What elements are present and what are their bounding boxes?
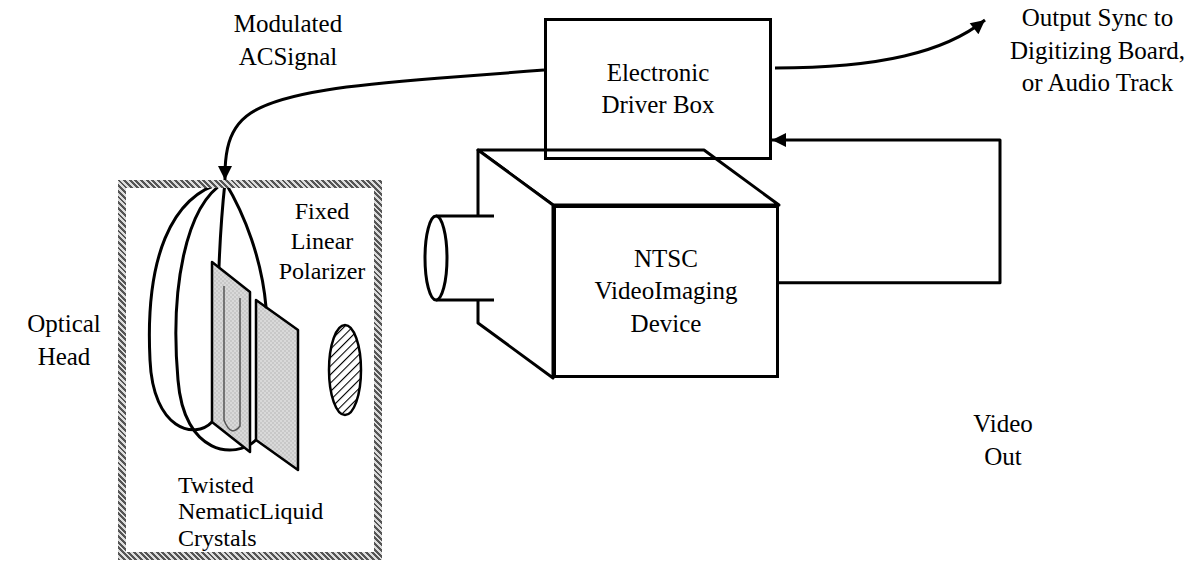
part-heading: Optical Head <box>14 308 114 373</box>
camera-body: NTSC VideoImaging Device <box>553 205 779 378</box>
crystal-plate <box>212 262 250 452</box>
box-label: Electronic Driver Box <box>592 57 724 122</box>
signal-connector <box>225 70 544 180</box>
wire <box>219 182 225 267</box>
part-label: Output Sync to Digitizing Board, or Audi… <box>1005 2 1190 100</box>
part-label: Fixed Linear Polarizer <box>272 196 372 286</box>
crystal-plate <box>256 300 298 470</box>
lens-front <box>425 216 447 300</box>
wire <box>225 182 266 307</box>
box-label: NTSC VideoImaging Device <box>586 243 746 341</box>
part-label: Twisted NematicLiquid Crystals <box>178 472 333 551</box>
signal-connector <box>772 140 1000 283</box>
signal-label: Modulated ACSignal <box>228 8 348 73</box>
signal-label: Video Out <box>968 408 1038 473</box>
driver-box: Electronic Driver Box <box>544 18 772 160</box>
sync-output-arrow <box>775 20 985 68</box>
electrode-trace <box>224 286 240 431</box>
polarizer-disc <box>329 325 361 415</box>
